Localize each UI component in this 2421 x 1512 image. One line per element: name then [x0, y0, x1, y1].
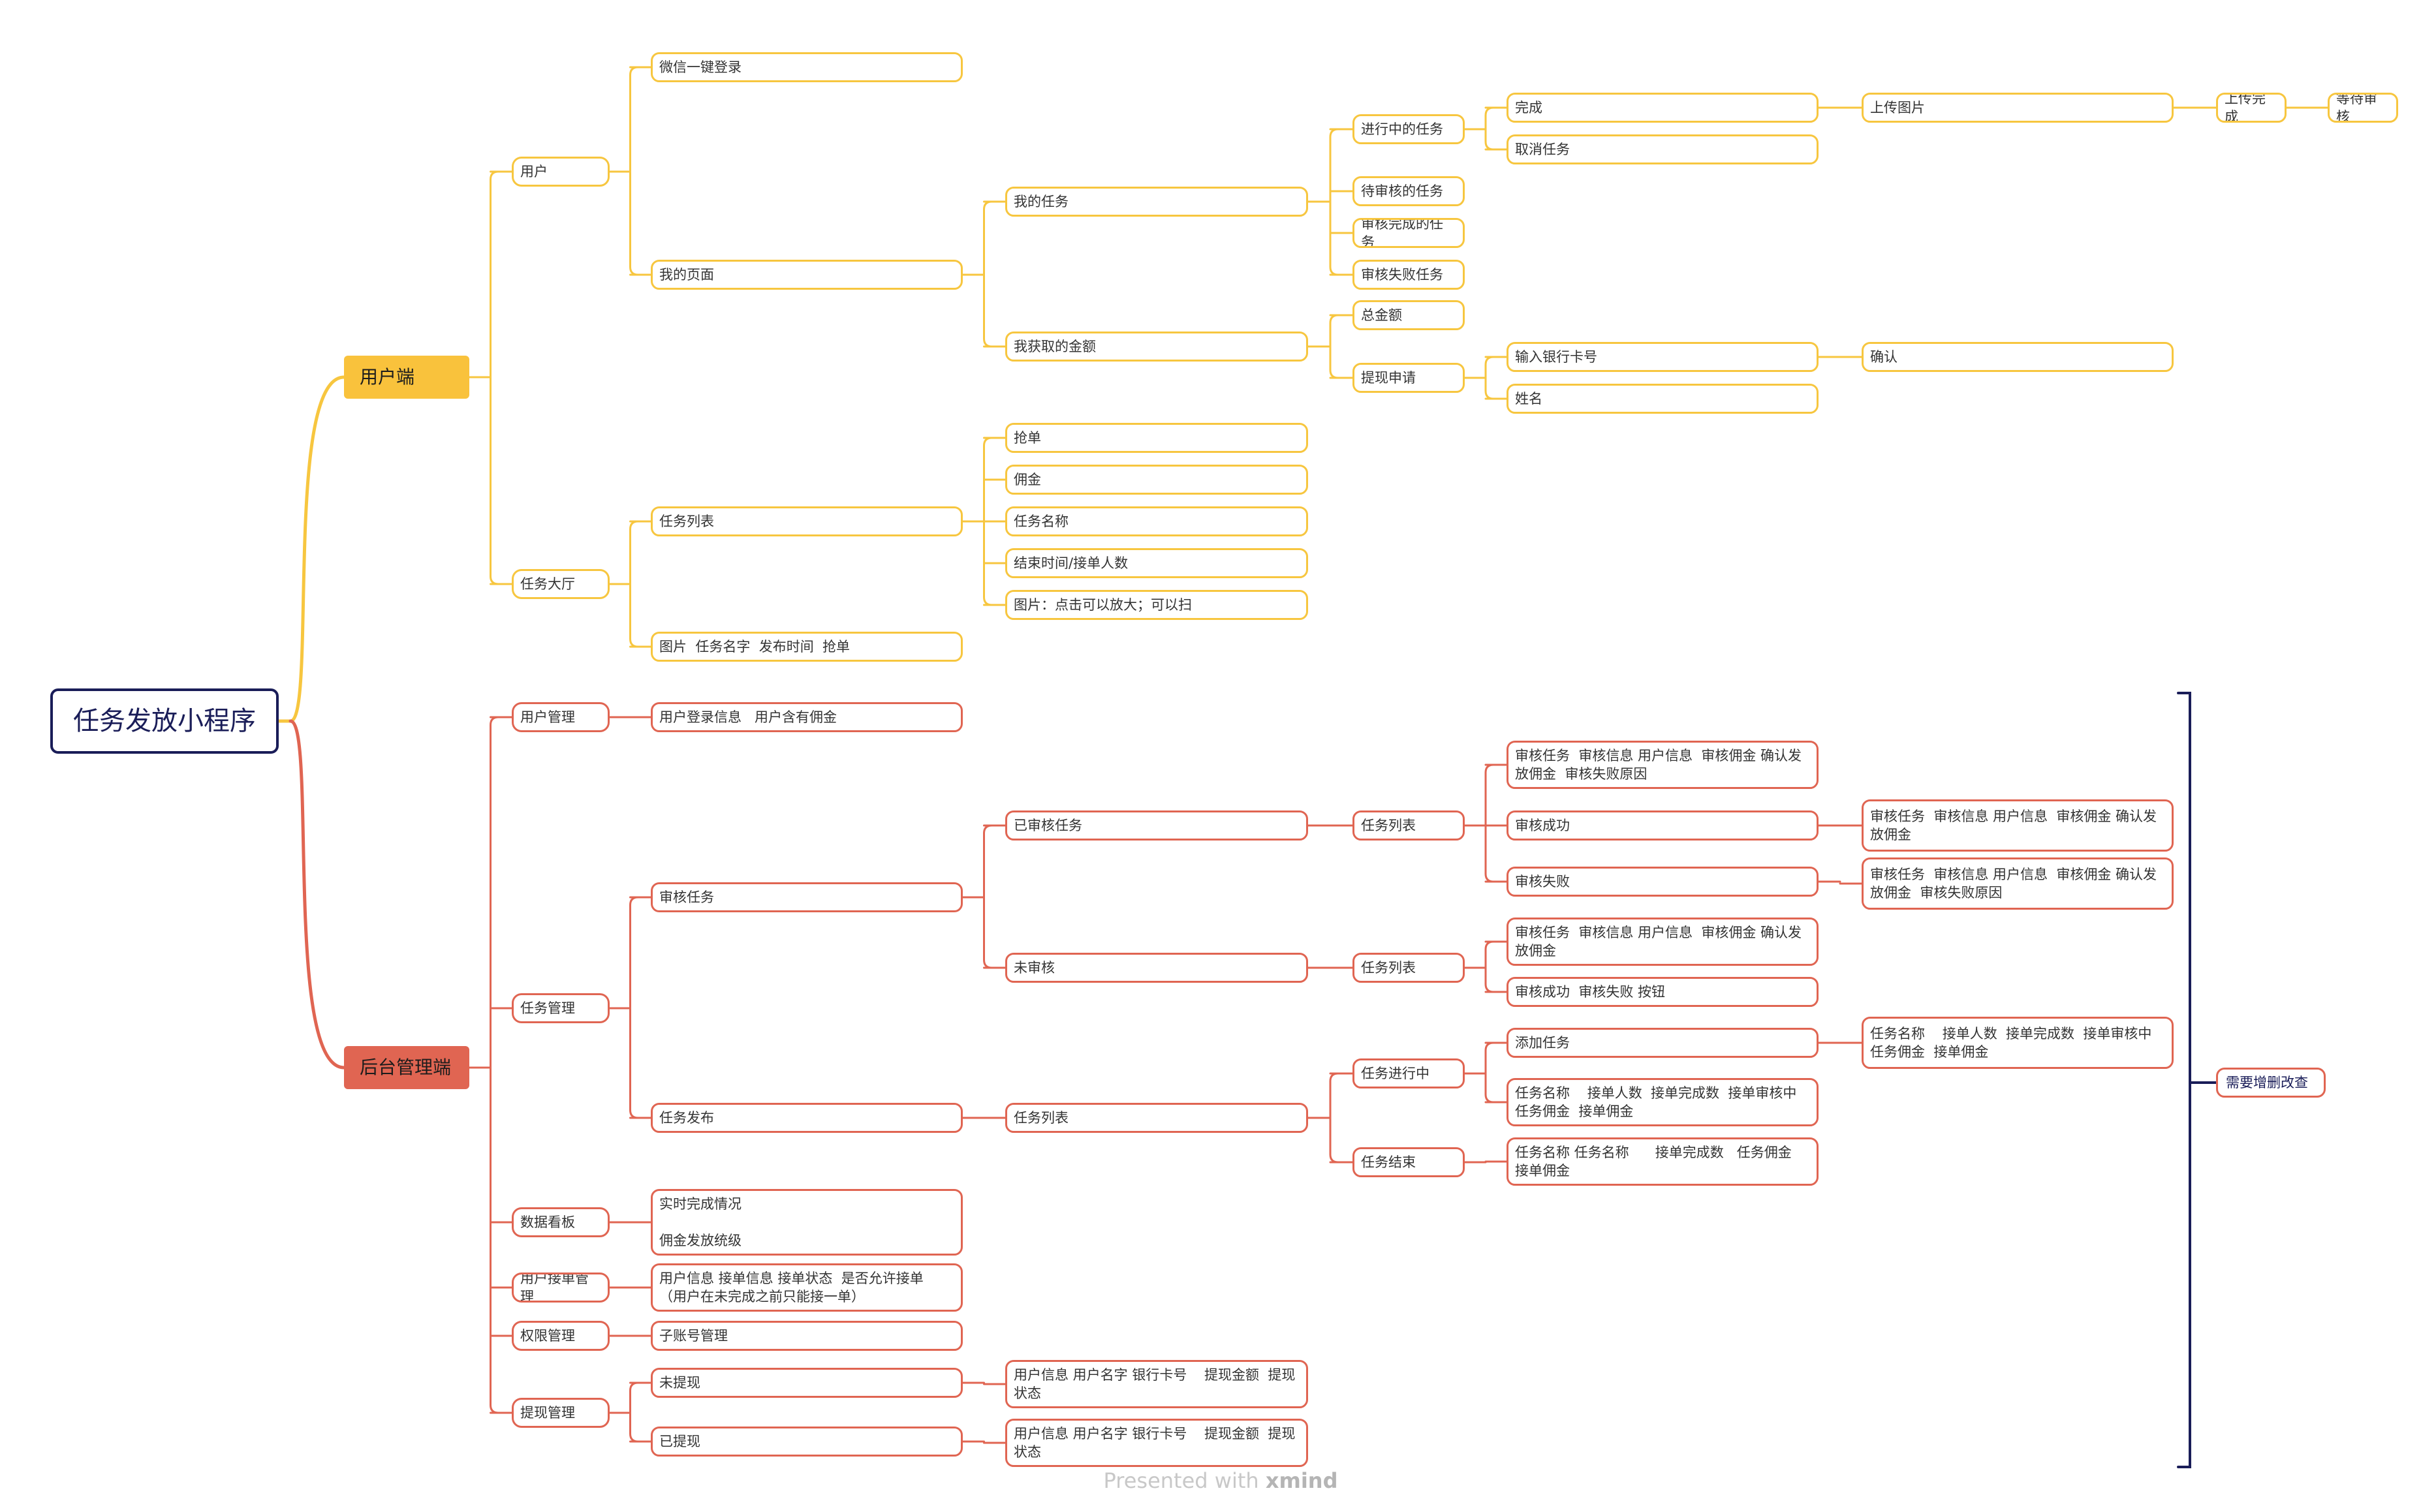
- topic-total-amount[interactable]: 总金额: [1352, 300, 1465, 330]
- topic-success-detail[interactable]: 审核任务 审核信息 用户信息 审核佣金 确认发放佣金: [1862, 799, 2174, 852]
- topic-pending-review-tasks[interactable]: 待审核的任务: [1352, 176, 1465, 206]
- topic-review-detail-a[interactable]: 审核任务 审核信息 用户信息 审核佣金 确认发放佣金 审核失败原因: [1507, 741, 1819, 789]
- link-spine: [490, 716, 499, 1414]
- topic-upload-image[interactable]: 上传图片: [1862, 93, 2174, 123]
- topic-reviewed-tasks[interactable]: 审核完成的任务: [1352, 218, 1465, 248]
- topic-dashboard-detail[interactable]: 实时完成情况 佣金发放统级: [651, 1189, 963, 1256]
- topic-withdrawn-detail[interactable]: 用户信息 用户名字 银行卡号 提现金额 提现状态: [1005, 1419, 1308, 1467]
- topic-review-success[interactable]: 审核成功: [1507, 810, 1819, 841]
- topic-add-task[interactable]: 添加任务: [1507, 1028, 1819, 1058]
- topic-user[interactable]: 用户: [512, 157, 610, 187]
- topic-order-management[interactable]: 用户接单管理: [512, 1273, 610, 1303]
- topic-sub-accounts[interactable]: 子账号管理: [651, 1321, 963, 1351]
- topic-approve-reject-buttons[interactable]: 审核成功 审核失败 按钮: [1507, 977, 1819, 1007]
- topic-task-management[interactable]: 任务管理: [512, 993, 610, 1023]
- link-spine: [1329, 1072, 1339, 1164]
- topic-data-dashboard[interactable]: 数据看板: [512, 1207, 610, 1237]
- topic-ended-detail[interactable]: 任务名称 任务名称 接单完成数 任务佣金 接单佣金: [1507, 1137, 1819, 1186]
- topic-order-detail[interactable]: 用户信息 接单信息 接单状态 是否允许接单 （用户在未完成之前只能接一单）: [651, 1263, 963, 1312]
- root-topic[interactable]: 任务发放小程序: [50, 688, 279, 754]
- topic-failure-detail[interactable]: 审核任务 审核信息 用户信息 审核佣金 确认发放佣金 审核失败原因: [1862, 857, 2174, 910]
- topic-complete[interactable]: 完成: [1507, 93, 1819, 123]
- topic-unreviewed-task-list[interactable]: 任务列表: [1352, 953, 1465, 983]
- branch-user-side[interactable]: 用户端: [344, 356, 469, 399]
- topic-task-ended[interactable]: 任务结束: [1352, 1147, 1465, 1177]
- topic-ongoing-detail[interactable]: 任务名称 接单人数 接单完成数 接单审核中 任务佣金 接单佣金: [1507, 1078, 1819, 1126]
- topic-my-earnings[interactable]: 我获取的金额: [1005, 332, 1308, 362]
- topic-withdrawn[interactable]: 已提现: [651, 1427, 963, 1457]
- topic-wechat-login[interactable]: 微信一键登录: [651, 52, 963, 82]
- topic-image-zoom[interactable]: 图片：点击可以放大；可以扫: [1005, 590, 1308, 620]
- link-root-admin: [289, 719, 346, 1070]
- link-spine: [1329, 314, 1339, 379]
- topic-task-hall[interactable]: 任务大厅: [512, 569, 610, 599]
- link-spine: [983, 200, 993, 348]
- topic-hall-card-fields[interactable]: 图片 任务名字 发布时间 抢单: [651, 632, 963, 662]
- topic-grab-order[interactable]: 抢单: [1005, 423, 1308, 453]
- topic-reviewed-task-list[interactable]: 任务列表: [1352, 810, 1465, 841]
- link-spine: [629, 520, 639, 648]
- topic-review-failure[interactable]: 审核失败: [1507, 867, 1819, 897]
- topic-name[interactable]: 姓名: [1507, 384, 1819, 414]
- topic-review-tasks[interactable]: 审核任务: [651, 882, 963, 912]
- topic-add-task-detail[interactable]: 任务名称 接单人数 接单完成数 接单审核中 任务佣金 接单佣金: [1862, 1017, 2174, 1069]
- link-spine: [1484, 106, 1495, 151]
- topic-my-page[interactable]: 我的页面: [651, 260, 963, 290]
- link-root-user: [289, 375, 346, 723]
- link-spine: [629, 1381, 639, 1443]
- topic-hall-task-list[interactable]: 任务列表: [651, 506, 963, 536]
- link-spine: [629, 66, 639, 276]
- topic-unreviewed-detail[interactable]: 审核任务 审核信息 用户信息 审核佣金 确认发放佣金: [1507, 918, 1819, 966]
- topic-withdraw-management[interactable]: 提现管理: [512, 1398, 610, 1428]
- topic-confirm[interactable]: 确认: [1862, 342, 2174, 372]
- summary-crud-note[interactable]: 需要增删改查: [2216, 1068, 2326, 1098]
- topic-permission-management[interactable]: 权限管理: [512, 1321, 610, 1351]
- link-spine: [1484, 356, 1495, 400]
- presented-with-xmind-footer: Presented with xmind: [1103, 1468, 1338, 1494]
- topic-my-tasks[interactable]: 我的任务: [1005, 187, 1308, 217]
- topic-unreviewed[interactable]: 未审核: [1005, 953, 1308, 983]
- topic-end-time-takers[interactable]: 结束时间/接单人数: [1005, 548, 1308, 578]
- link-spine: [1484, 1041, 1495, 1103]
- topic-reviewed[interactable]: 已审核任务: [1005, 810, 1308, 841]
- topic-user-login-info[interactable]: 用户登录信息 用户含有佣金: [651, 702, 963, 732]
- topic-enter-bank-card[interactable]: 输入银行卡号: [1507, 342, 1819, 372]
- topic-not-withdrawn-detail[interactable]: 用户信息 用户名字 银行卡号 提现金额 提现状态: [1005, 1360, 1308, 1408]
- topic-task-name[interactable]: 任务名称: [1005, 506, 1308, 536]
- topic-task-publish[interactable]: 任务发布: [651, 1103, 963, 1133]
- topic-failed-tasks[interactable]: 审核失败任务: [1352, 260, 1465, 290]
- topic-cancel-task[interactable]: 取消任务: [1507, 134, 1819, 164]
- topic-tasks-in-progress[interactable]: 进行中的任务: [1352, 114, 1465, 144]
- topic-not-withdrawn[interactable]: 未提现: [651, 1368, 963, 1398]
- topic-task-ongoing[interactable]: 任务进行中: [1352, 1058, 1465, 1088]
- topic-user-management[interactable]: 用户管理: [512, 702, 610, 732]
- topic-publish-task-list[interactable]: 任务列表: [1005, 1103, 1308, 1133]
- link-spine: [983, 824, 993, 969]
- topic-commission[interactable]: 佣金: [1005, 465, 1308, 495]
- topic-awaiting-review[interactable]: 等待审核: [2328, 93, 2398, 123]
- link-spine: [490, 170, 499, 585]
- summary-bracket: [2177, 692, 2191, 1468]
- topic-upload-done[interactable]: 上传完成: [2216, 93, 2287, 123]
- link-spine: [1329, 128, 1339, 276]
- topic-withdraw-request[interactable]: 提现申请: [1352, 363, 1465, 393]
- link-spine: [1484, 940, 1495, 993]
- footer-prefix: Presented with: [1103, 1468, 1259, 1493]
- branch-admin-side[interactable]: 后台管理端: [344, 1046, 469, 1089]
- xmind-logo-text: xmind: [1265, 1468, 1338, 1493]
- link-spine: [1484, 764, 1495, 883]
- link-spine: [629, 896, 639, 1119]
